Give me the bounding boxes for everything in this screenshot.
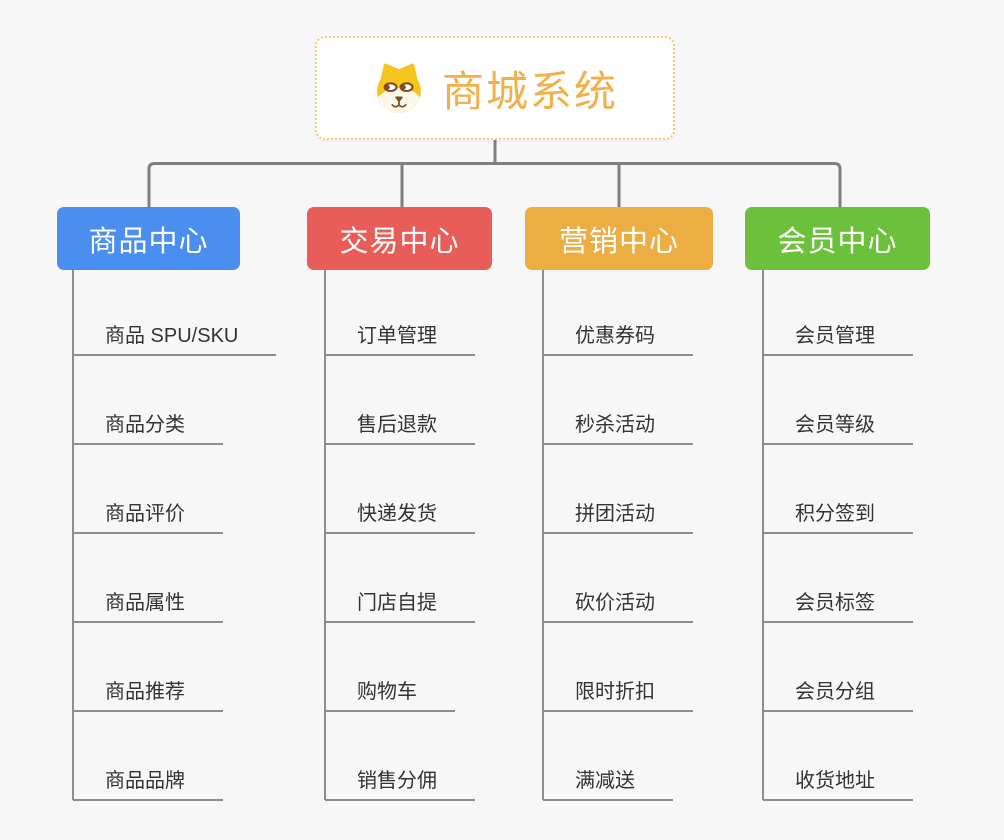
branch-node-product-center[interactable]: 商品中心 — [57, 207, 240, 270]
leaf-node[interactable]: 售后退款 — [325, 407, 475, 445]
leaf-node[interactable]: 秒杀活动 — [543, 407, 693, 445]
leaf-node[interactable]: 会员分组 — [763, 674, 913, 712]
branch-node-marketing-center[interactable]: 营销中心 — [525, 207, 713, 270]
leaf-node[interactable]: 积分签到 — [763, 496, 913, 534]
leaf-node[interactable]: 优惠券码 — [543, 318, 693, 356]
leaf-node[interactable]: 商品分类 — [73, 407, 223, 445]
leaf-node[interactable]: 商品属性 — [73, 585, 223, 623]
doge-icon — [377, 63, 421, 114]
branch-node-member-center[interactable]: 会员中心 — [745, 207, 930, 270]
leaf-node[interactable]: 会员管理 — [763, 318, 913, 356]
root-node-title: 商城系统 — [441, 67, 618, 115]
leaf-node[interactable]: 限时折扣 — [543, 674, 693, 712]
leaf-node[interactable]: 订单管理 — [325, 318, 475, 356]
leaf-node[interactable]: 收货地址 — [763, 763, 913, 801]
leaf-node[interactable]: 拼团活动 — [543, 496, 693, 534]
leaf-node[interactable]: 会员标签 — [763, 585, 913, 623]
leaf-node[interactable]: 会员等级 — [763, 407, 913, 445]
leaf-node[interactable]: 砍价活动 — [543, 585, 693, 623]
leaf-node[interactable]: 购物车 — [325, 674, 455, 712]
leaf-node[interactable]: 快递发货 — [325, 496, 475, 534]
leaf-node[interactable]: 销售分佣 — [325, 763, 475, 801]
leaf-node[interactable]: 商品 SPU/SKU — [73, 318, 277, 356]
leaf-node[interactable]: 满减送 — [543, 763, 673, 801]
leaf-node[interactable]: 商品推荐 — [73, 674, 223, 712]
branch-node-trade-center[interactable]: 交易中心 — [307, 207, 492, 270]
root-node-mall-system[interactable]: 商城系统 — [315, 36, 675, 140]
leaf-node[interactable]: 门店自提 — [325, 585, 475, 623]
leaf-node[interactable]: 商品品牌 — [73, 763, 223, 801]
leaf-node[interactable]: 商品评价 — [73, 496, 223, 534]
